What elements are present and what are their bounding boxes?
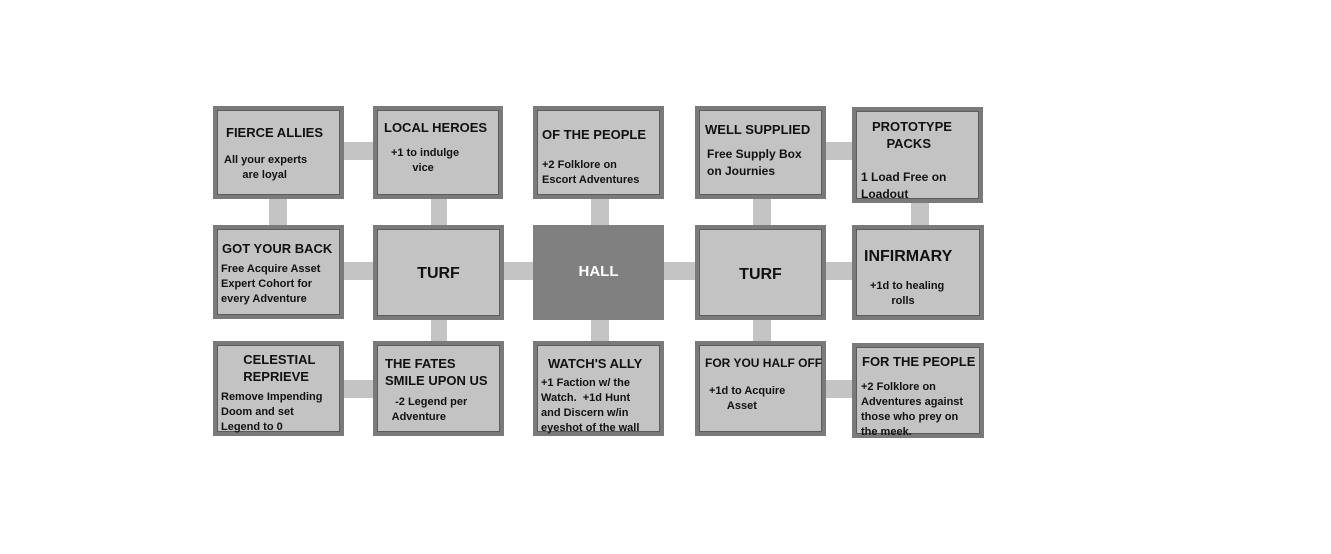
connector [591,198,609,226]
claim-title: WELL SUPPLIED [705,122,811,137]
connector [825,142,855,160]
claim-description: Free Supply Box on Journies [707,147,802,178]
claim-for-you-half-off: FOR YOU HALF OFF +1d to Acquire Asset [695,341,826,436]
claim-description: +2 Folklore on Escort Adventures [542,159,640,186]
claim-fierce-allies: FIERCE ALLIES All your experts are loyal [213,106,344,199]
claim-title: OF THE PEOPLE [542,127,647,142]
claim-title: FOR THE PEOPLE [862,354,976,369]
claim-description: Remove Impending Doom and set Legend to … [221,391,323,433]
claim-title: GOT YOUR BACK [222,241,333,256]
connector [753,318,771,344]
claim-local-heroes: LOCAL HEROES +1 to indulge vice [373,106,503,199]
claim-of-the-people: OF THE PEOPLE +2 Folklore on Escort Adve… [533,106,664,199]
claim-celestial-reprieve: CELESTIAL REPRIEVE Remove Impending Doom… [213,341,344,436]
connector [343,380,375,398]
claim-got-your-back: GOT YOUR BACK Free Acquire Asset Expert … [213,225,344,319]
connector [911,200,929,226]
claim-prototype-packs: PROTOTYPE PACKS 1 Load Free on Loadout [852,107,983,203]
claim-well-supplied: WELL SUPPLIED Free Supply Box on Journie… [695,106,826,199]
connector [591,318,609,344]
claim-title: THE FATES SMILE UPON US [385,356,488,388]
claim-title: PROTOTYPE PACKS [872,119,952,151]
claim-turf-right: TURF [695,225,826,320]
connector [502,262,536,280]
claim-title: HALL [578,263,619,280]
claim-infirmary: INFIRMARY +1d to healing rolls [852,225,984,320]
claim-description: +1d to healing rolls [870,280,945,307]
claim-description: All your experts are loyal [224,154,308,181]
claim-description: -2 Legend per Adventure [391,396,468,423]
claim-watchs-ally: WATCH'S ALLY +1 Faction w/ the Watch. +1… [533,341,664,436]
claim-hall: HALL [533,225,664,320]
claim-description: +1 Faction w/ the Watch. +1d Hunt and Di… [541,377,640,434]
claim-title: FOR YOU HALF OFF [705,356,823,370]
connector [753,198,771,226]
claim-title: WATCH'S ALLY [548,356,643,371]
claim-title: FIERCE ALLIES [226,125,324,140]
claim-title: CELESTIAL REPRIEVE [243,352,316,384]
connector [269,198,287,226]
connector [664,262,698,280]
claim-for-the-people: FOR THE PEOPLE +2 Folklore on Adventures… [852,343,984,438]
claim-title: TURF [739,266,782,283]
claim-title: LOCAL HEROES [384,120,488,135]
connector [343,262,375,280]
claim-title: INFIRMARY [864,248,953,265]
connector [431,318,447,344]
claim-description: +1d to Acquire Asset [709,385,786,412]
claim-turf-left: TURF [373,225,504,320]
claim-description: +2 Folklore on Adventures against those … [861,381,964,438]
claim-fates-smile: THE FATES SMILE UPON US -2 Legend per Ad… [373,341,504,436]
claim-description: 1 Load Free on Loadout [861,170,947,201]
connector [825,380,855,398]
claim-title: TURF [417,265,460,282]
claim-description: Free Acquire Asset Expert Cohort for eve… [221,263,321,305]
connector [343,142,375,160]
connector [431,198,447,226]
claim-description: +1 to indulge vice [391,147,460,174]
connector [825,262,855,280]
